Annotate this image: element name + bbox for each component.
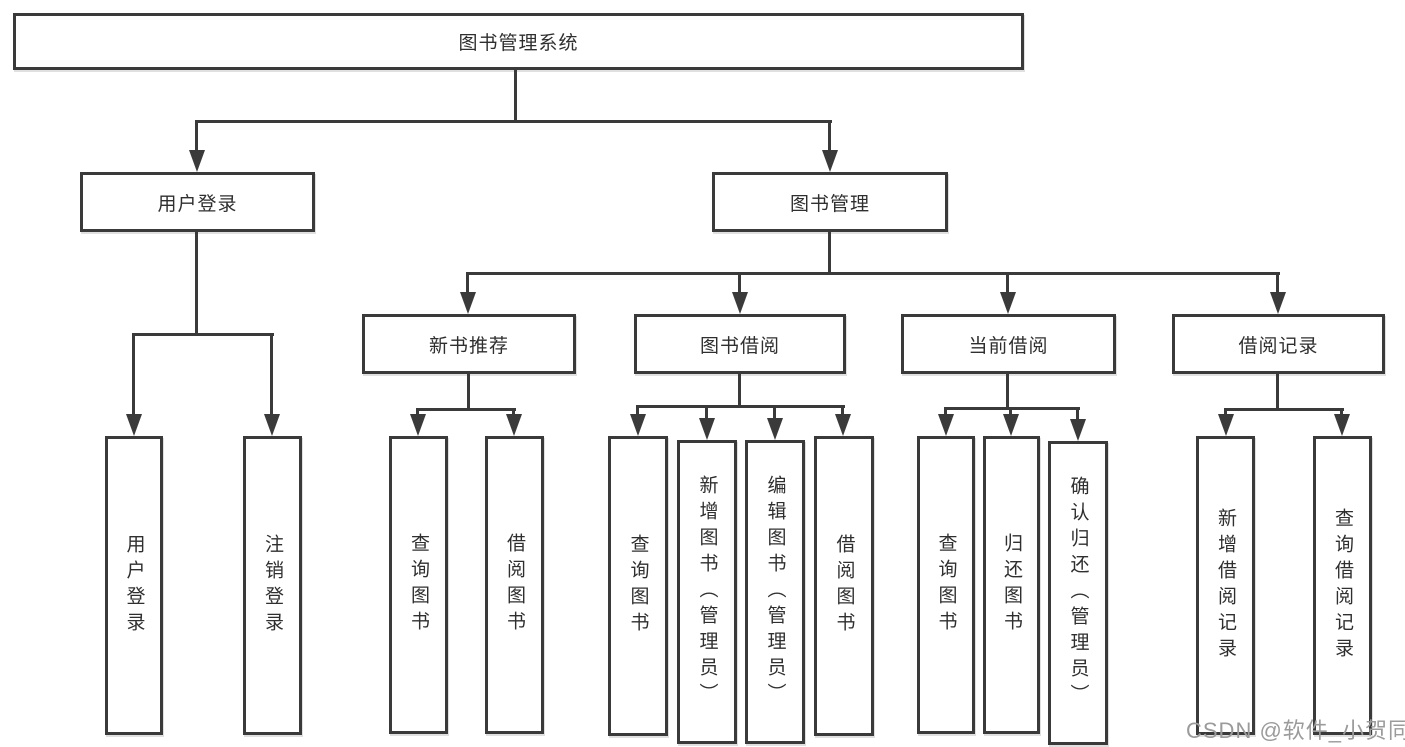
arrow-down-icon — [938, 414, 954, 436]
connector-bookborrow-bus — [636, 405, 845, 408]
connector-drop — [1009, 407, 1012, 416]
arrow-down-icon — [1000, 292, 1016, 314]
node-label: 编辑图书（管理员） — [764, 475, 786, 709]
node-label: 新增图书（管理员） — [696, 475, 718, 709]
node-label: 借阅图书 — [833, 534, 855, 638]
node-current-borrow: 当前借阅 — [901, 314, 1116, 374]
node-label: 用户登录 — [123, 533, 145, 638]
arrow-down-icon — [189, 150, 205, 172]
connector-drop — [1076, 407, 1079, 421]
node-book-management: 图书管理 — [712, 172, 948, 232]
connector-userlogin-stem — [195, 232, 198, 333]
node-new-book-recommend: 新书推荐 — [362, 314, 576, 374]
connector-drop — [944, 407, 947, 416]
arrow-down-icon — [1270, 292, 1286, 314]
arrow-down-icon — [699, 418, 715, 440]
node-label: 新增借阅记录 — [1215, 507, 1236, 664]
node-label: 查询图书 — [627, 534, 649, 638]
connector-drop — [1006, 272, 1009, 293]
node-label: 查询图书 — [935, 533, 957, 637]
node-label: 借阅图书 — [504, 533, 525, 637]
connector-borrowrecord-bus — [1224, 408, 1344, 411]
connector-drop — [270, 333, 273, 415]
leaf-current-return-book: 归还图书 — [983, 436, 1040, 734]
arrow-down-icon — [822, 150, 838, 172]
connector-drop — [1224, 408, 1227, 416]
connector-bookborrow-stem — [738, 374, 741, 405]
leaf-recommend-query-book: 查询图书 — [389, 436, 448, 734]
connector-drop — [512, 408, 515, 416]
leaf-current-query-book: 查询图书 — [917, 436, 975, 734]
leaf-borrow-edit-book-admin: 编辑图书（管理员） — [745, 440, 805, 744]
connector-borrowrecord-stem — [1276, 374, 1279, 408]
leaf-borrow-borrow-book: 借阅图书 — [814, 436, 874, 736]
node-label: 查询借阅记录 — [1332, 507, 1353, 664]
arrow-down-icon — [835, 414, 851, 436]
connector-root-stem — [514, 70, 517, 120]
node-label: 当前借阅 — [968, 335, 1049, 357]
watermark-text: CSDN @软件_小贺同学 — [1186, 718, 1405, 743]
node-library-system: 图书管理系统 — [13, 13, 1024, 70]
connector-newbookrec-stem — [467, 374, 470, 408]
node-book-borrow: 图书借阅 — [634, 314, 846, 374]
connector-newbookrec-bus — [417, 408, 516, 411]
arrow-down-icon — [732, 292, 748, 314]
connector-drop — [841, 405, 844, 416]
connector-currentborrow-stem — [1006, 374, 1009, 407]
node-label: 借阅记录 — [1238, 335, 1319, 357]
node-label: 用户登录 — [157, 193, 238, 215]
leaf-user-login: 用户登录 — [105, 436, 163, 735]
node-label: 新书推荐 — [428, 335, 509, 357]
arrow-down-icon — [460, 292, 476, 314]
node-label: 注销登录 — [262, 533, 283, 638]
node-label: 图书管理系统 — [458, 33, 579, 54]
arrow-down-icon — [264, 414, 280, 436]
connector-currentborrow-bus — [944, 407, 1080, 410]
leaf-borrow-add-book-admin: 新增图书（管理员） — [677, 440, 737, 744]
node-label: 确认归还（管理员） — [1067, 476, 1089, 710]
node-label: 查询图书 — [408, 533, 429, 637]
arrow-down-icon — [1070, 419, 1086, 441]
node-label: 图书管理 — [789, 193, 870, 215]
connector-drop — [1340, 408, 1343, 416]
arrow-down-icon — [1334, 414, 1350, 436]
connector-drop — [195, 120, 198, 153]
connector-drop — [132, 333, 135, 415]
leaf-recommend-borrow-book: 借阅图书 — [485, 436, 544, 734]
connector-drop — [466, 272, 469, 293]
connector-userlogin-bus — [133, 333, 274, 336]
connector-drop — [705, 405, 708, 420]
node-borrow-records: 借阅记录 — [1172, 314, 1385, 374]
node-label: 图书借阅 — [699, 335, 780, 357]
arrow-down-icon — [126, 414, 142, 436]
leaf-record-add: 新增借阅记录 — [1196, 436, 1255, 735]
connector-drop — [828, 120, 831, 153]
arrow-down-icon — [767, 418, 783, 440]
arrow-down-icon — [410, 414, 426, 436]
connector-bookmgmt-stem — [828, 232, 831, 272]
leaf-logout: 注销登录 — [243, 436, 302, 735]
node-label: 归还图书 — [1001, 533, 1022, 637]
connector-root-bus — [196, 120, 832, 123]
connector-drop — [636, 405, 639, 416]
arrow-down-icon — [506, 414, 522, 436]
arrow-down-icon — [630, 414, 646, 436]
leaf-borrow-query-book: 查询图书 — [608, 436, 668, 736]
connector-drop — [416, 408, 419, 416]
arrow-down-icon — [1218, 414, 1234, 436]
leaf-current-confirm-return-admin: 确认归还（管理员） — [1048, 441, 1108, 745]
arrow-down-icon — [1003, 414, 1019, 436]
connector-bookmgmt-bus — [466, 272, 1280, 275]
node-user-login: 用户登录 — [80, 172, 315, 232]
connector-drop — [773, 405, 776, 420]
connector-drop — [1276, 272, 1279, 293]
connector-drop — [738, 272, 741, 293]
leaf-record-query: 查询借阅记录 — [1313, 436, 1372, 735]
